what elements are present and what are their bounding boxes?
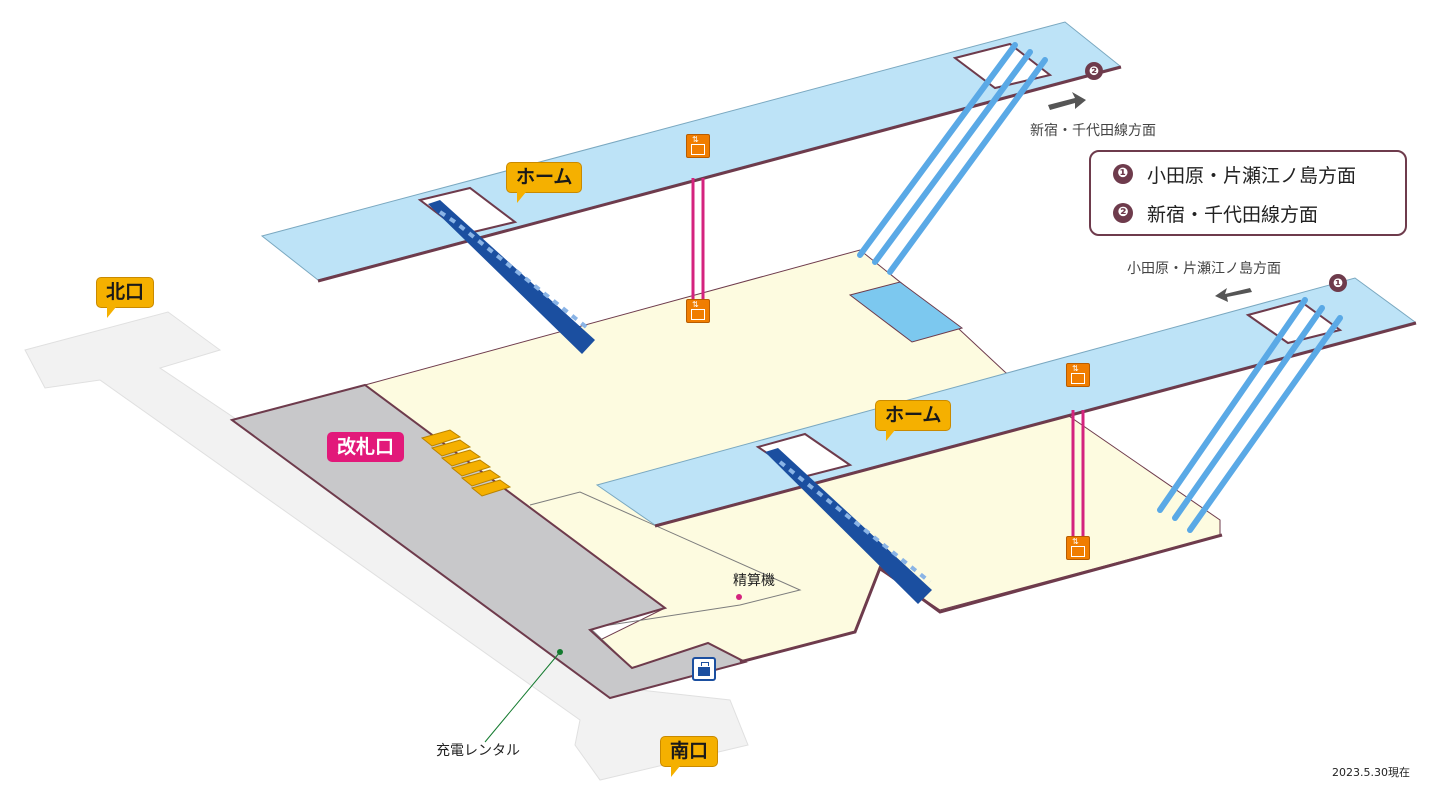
lower-stairs-treads bbox=[778, 460, 932, 584]
elevator-shafts bbox=[691, 178, 1085, 540]
direction-label-odawara: 小田原・片瀬江ノ島方面 bbox=[1127, 261, 1281, 277]
blue-room bbox=[848, 281, 964, 343]
upper-escalators bbox=[857, 42, 1048, 275]
coin-locker-icon[interactable] bbox=[692, 657, 716, 681]
elevator-icon[interactable]: ⇅ bbox=[1066, 536, 1090, 560]
lower-stairs bbox=[765, 448, 932, 604]
upper-platform-label[interactable]: ホーム bbox=[506, 162, 583, 203]
charging-marker bbox=[557, 649, 563, 655]
elevator-icon[interactable]: ⇅ bbox=[1066, 363, 1090, 387]
elevator-icon[interactable]: ⇅ bbox=[686, 299, 710, 323]
upper-stairs bbox=[428, 200, 595, 354]
fare-marker bbox=[736, 594, 742, 600]
charging-rental-label: 充電レンタル bbox=[436, 743, 520, 759]
ticket-gate-label[interactable]: 改札口 bbox=[327, 432, 405, 462]
legend-row-1: ❶ 小田原・片瀬江ノ島方面 bbox=[1113, 161, 1356, 187]
legend-text-1: 小田原・片瀬江ノ島方面 bbox=[1147, 164, 1357, 187]
lower-platform-label[interactable]: ホーム bbox=[875, 400, 952, 441]
south-exit-label[interactable]: 南口 bbox=[660, 736, 719, 777]
ticket-gates bbox=[420, 429, 512, 497]
upper-stairs-treads bbox=[438, 210, 592, 332]
concourse-inner-outline bbox=[529, 491, 802, 669]
direction-badge-1: ❶ bbox=[1329, 274, 1347, 292]
concourse-edge bbox=[739, 533, 1223, 664]
north-exit-label[interactable]: 北口 bbox=[96, 277, 155, 318]
fare-adjustment-label: 精算機 bbox=[733, 573, 775, 589]
charging-leader bbox=[484, 651, 561, 743]
legend-badge-1: ❶ bbox=[1113, 164, 1133, 184]
legend-badge-2: ❷ bbox=[1113, 203, 1133, 223]
lower-platform-opening-b bbox=[1245, 299, 1343, 345]
direction-badge-2: ❷ bbox=[1085, 62, 1103, 80]
elevator-icon[interactable]: ⇅ bbox=[686, 134, 710, 158]
date-note: 2023.5.30現在 bbox=[1332, 766, 1410, 779]
direction-label-shinjuku: 新宿・千代田線方面 bbox=[1030, 123, 1156, 139]
legend-row-2: ❷ 新宿・千代田線方面 bbox=[1113, 200, 1318, 226]
upper-platform-edge bbox=[317, 65, 1122, 283]
direction-legend: ❶ 小田原・片瀬江ノ島方面 ❷ 新宿・千代田線方面 bbox=[1089, 150, 1407, 236]
legend-text-2: 新宿・千代田線方面 bbox=[1147, 203, 1319, 226]
lower-escalators bbox=[1157, 297, 1343, 533]
arrow-left bbox=[1215, 288, 1252, 302]
arrow-up-right bbox=[1048, 92, 1086, 110]
